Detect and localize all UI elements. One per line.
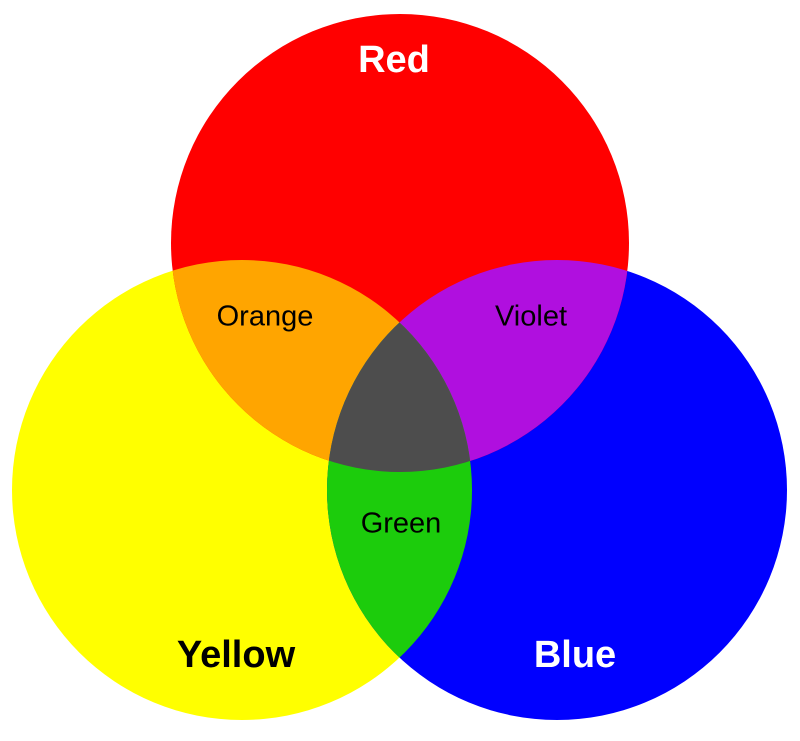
violet-overlap: [327, 260, 629, 472]
blue-label: Blue: [534, 634, 616, 676]
yellow-label: Yellow: [177, 634, 296, 676]
orange-overlap: [171, 260, 472, 472]
red-label: Red: [358, 39, 430, 81]
green-label: Green: [361, 508, 442, 540]
orange-label: Orange: [217, 301, 314, 333]
violet-label: Violet: [495, 301, 567, 333]
